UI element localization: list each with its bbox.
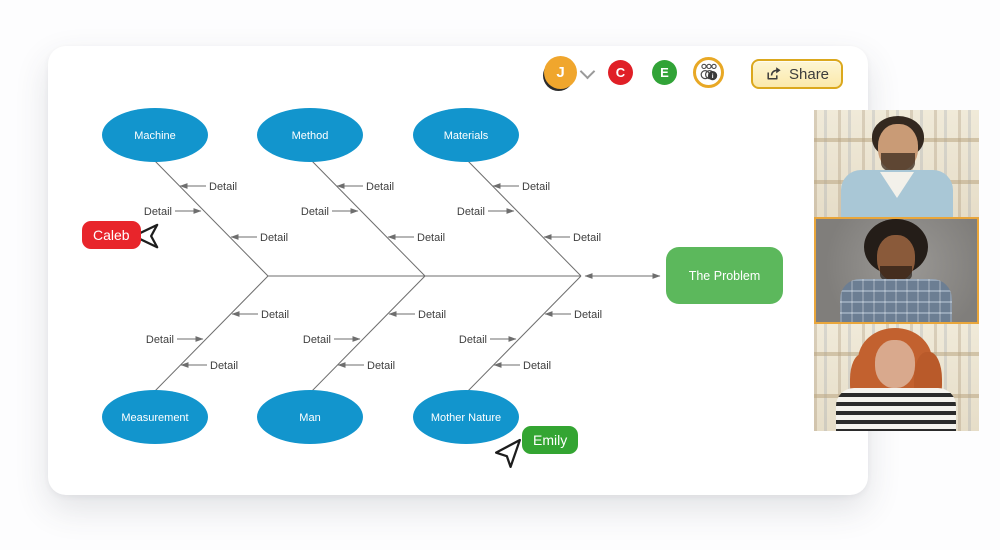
- bone-top: [465, 158, 582, 277]
- category-label[interactable]: Mother Nature: [431, 412, 501, 424]
- bone-top: [309, 158, 426, 277]
- detail-label[interactable]: Detail: [573, 232, 601, 244]
- svg-text:i: i: [712, 73, 714, 80]
- problem-node[interactable]: [666, 247, 783, 304]
- category-label[interactable]: Man: [299, 412, 320, 424]
- emily-cursor-icon: [495, 438, 521, 469]
- participant-torso: [841, 170, 953, 217]
- category-node[interactable]: [413, 390, 519, 444]
- detail-label[interactable]: Detail: [366, 181, 394, 193]
- detail-label[interactable]: Detail: [459, 334, 487, 346]
- caleb-cursor-icon: [132, 223, 159, 249]
- avatar-user-j[interactable]: J: [544, 56, 577, 89]
- detail-label[interactable]: Detail: [144, 206, 172, 218]
- share-icon: [767, 67, 781, 80]
- cursor-label-emily: Emily: [522, 426, 579, 454]
- avatar-user-e[interactable]: E: [652, 60, 677, 85]
- detail-label[interactable]: Detail: [367, 360, 395, 372]
- category-node[interactable]: [413, 108, 519, 162]
- participant-face: [878, 124, 918, 173]
- cursor-label-caleb: Caleb: [82, 221, 141, 249]
- share-button-label: Share: [789, 65, 830, 83]
- participant-face: [875, 340, 915, 388]
- category-label[interactable]: Method: [292, 130, 329, 142]
- participant-torso: [840, 279, 952, 322]
- category-node[interactable]: [102, 108, 208, 162]
- participant-face: [877, 235, 915, 283]
- avatar-user-c[interactable]: C: [608, 60, 633, 85]
- video-participant-2-active[interactable]: [814, 217, 979, 324]
- detail-label[interactable]: Detail: [522, 181, 550, 193]
- detail-label[interactable]: Detail: [146, 334, 174, 346]
- video-participant-1[interactable]: [814, 110, 979, 217]
- share-button[interactable]: Share: [751, 59, 844, 89]
- detail-label[interactable]: Detail: [457, 206, 485, 218]
- detail-label[interactable]: Detail: [210, 360, 238, 372]
- people-group-info-icon[interactable]: i: [693, 57, 724, 88]
- bone-bottom: [465, 275, 582, 394]
- detail-label[interactable]: Detail: [303, 334, 331, 346]
- detail-label[interactable]: Detail: [260, 232, 288, 244]
- group-info-glyph: i: [700, 63, 718, 81]
- bone-top: [152, 158, 269, 277]
- category-label[interactable]: Materials: [444, 130, 489, 142]
- fishbone-diagram: The ProblemDetailDetailDetailDetailDetai…: [102, 108, 783, 444]
- bone-bottom: [152, 275, 269, 394]
- detail-label[interactable]: Detail: [417, 232, 445, 244]
- category-label[interactable]: Measurement: [121, 412, 188, 424]
- category-node[interactable]: [257, 390, 363, 444]
- participant-torso: [836, 388, 956, 431]
- detail-label[interactable]: Detail: [301, 206, 329, 218]
- detail-label[interactable]: Detail: [418, 309, 446, 321]
- problem-node-label[interactable]: The Problem: [689, 269, 761, 283]
- category-node[interactable]: [257, 108, 363, 162]
- bone-bottom: [309, 275, 426, 394]
- detail-label[interactable]: Detail: [523, 360, 551, 372]
- detail-label[interactable]: Detail: [574, 309, 602, 321]
- video-participant-3[interactable]: [814, 324, 979, 431]
- category-node[interactable]: [102, 390, 208, 444]
- category-label[interactable]: Machine: [134, 130, 176, 142]
- detail-label[interactable]: Detail: [209, 181, 237, 193]
- detail-label[interactable]: Detail: [261, 309, 289, 321]
